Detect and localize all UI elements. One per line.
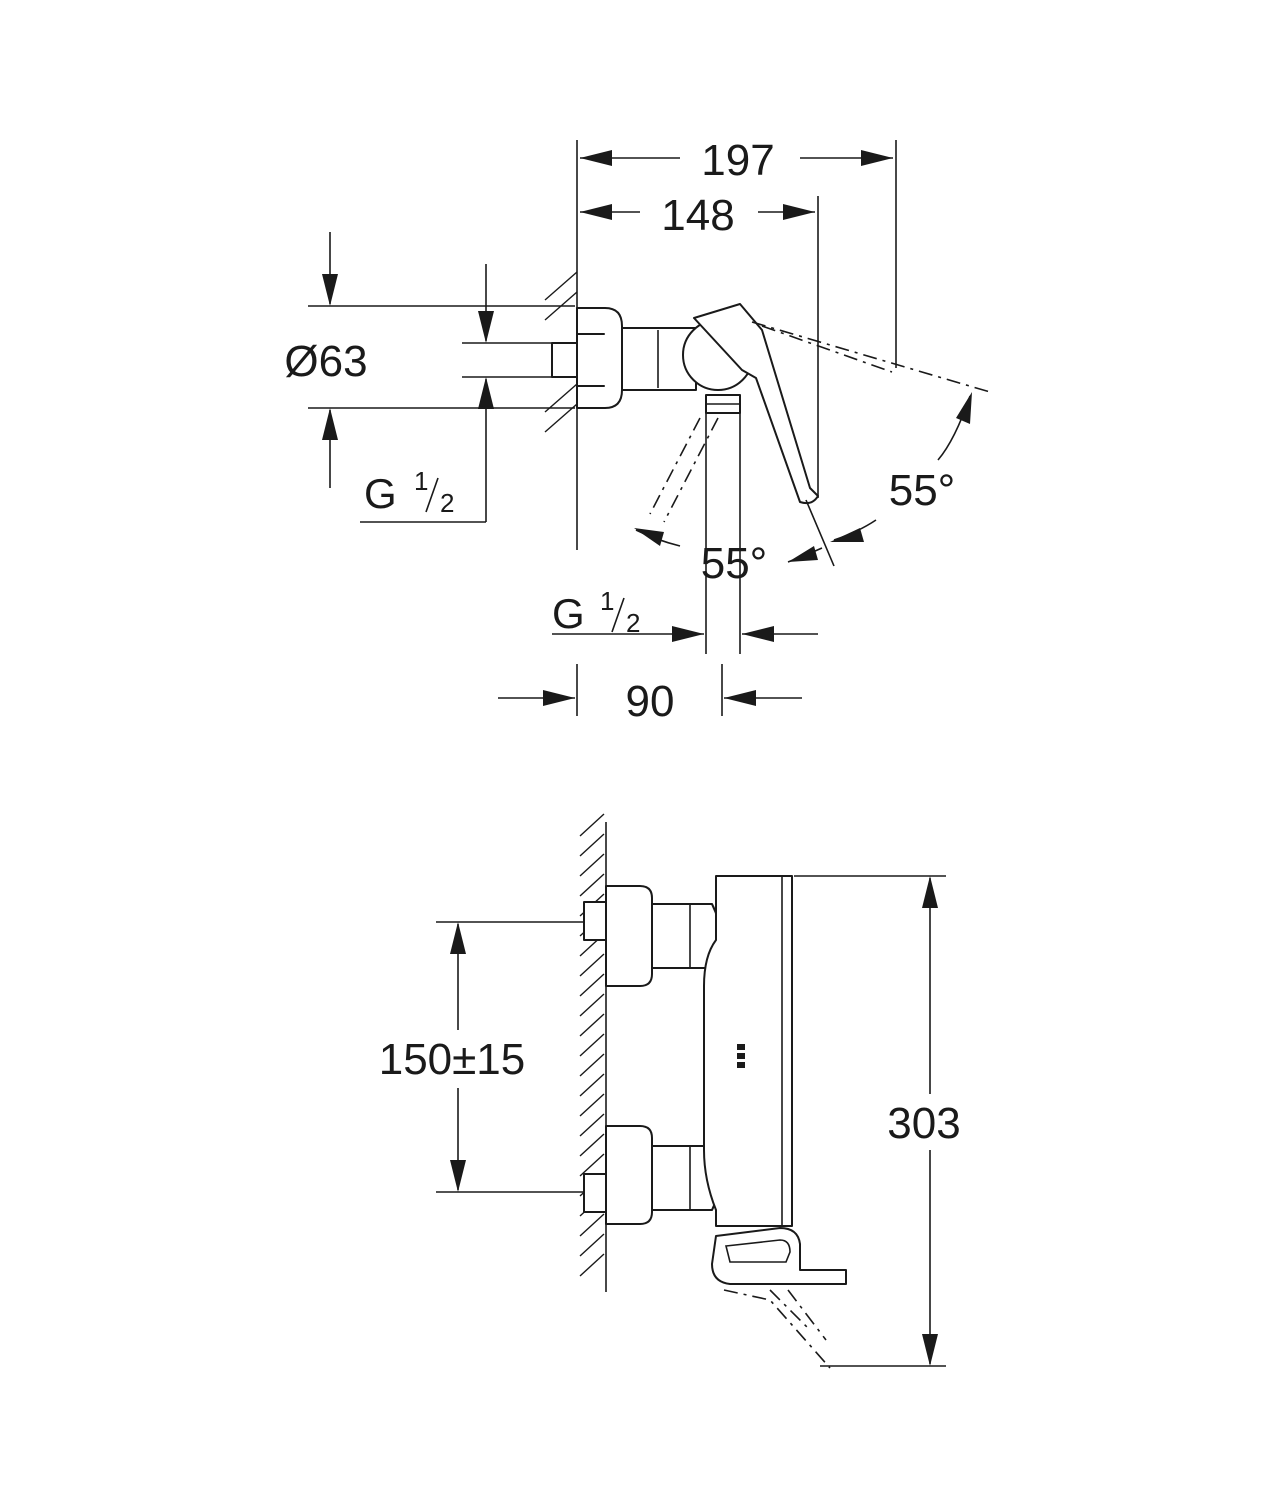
outlet-thread-letter: G [552, 590, 585, 637]
top-lever-handle [693, 303, 819, 505]
side-upper-flange [605, 885, 653, 987]
dim-diameter-63: Ø63 [284, 232, 575, 488]
dim-diameter-63-label: Ø63 [284, 337, 367, 386]
dim-90: 90 [498, 664, 802, 726]
top-lever-range-left [649, 417, 701, 515]
dim-303: 303 [794, 875, 961, 1367]
inlet-thread-letter: G [364, 470, 397, 517]
inlet-thread-numerator: 1 [414, 466, 428, 496]
side-view: 150±15 303 [379, 813, 961, 1369]
dim-angle-right-label: 55° [889, 466, 956, 515]
side-logo-mark [737, 1044, 745, 1068]
dim-inlet-thread: G 1 2 [360, 264, 552, 523]
top-inlet-stub [551, 342, 578, 378]
dim-angle-left: 55° [634, 528, 823, 588]
dim-90-label: 90 [626, 677, 675, 726]
outlet-thread-denominator: 2 [626, 608, 640, 638]
side-mixer-body [703, 875, 793, 1227]
top-lever-range-right [751, 321, 991, 393]
dim-150-label: 150±15 [379, 1035, 526, 1084]
dim-197-label: 197 [701, 136, 774, 185]
dim-148-label: 148 [661, 191, 734, 240]
dim-angle-left-label: 55° [701, 539, 768, 588]
side-lower-flange [605, 1125, 653, 1225]
dim-303-label: 303 [887, 1099, 960, 1148]
inlet-thread-denominator: 2 [440, 488, 454, 518]
side-lever-handle [711, 1227, 847, 1285]
dim-angle-right: 55° [830, 392, 972, 542]
top-outlet-centreline [805, 499, 835, 567]
dim-197: 197 [580, 136, 897, 368]
side-lever-range [723, 1289, 831, 1369]
side-lower-inlet-stub [583, 1173, 607, 1213]
outlet-thread-numerator: 1 [600, 586, 614, 616]
top-wall-flange [576, 307, 623, 409]
top-view: 197 148 Ø63 [284, 136, 991, 726]
dim-150: 150±15 [379, 921, 584, 1193]
dim-148: 148 [580, 191, 819, 498]
side-upper-inlet-stub [583, 901, 607, 941]
dim-outlet-thread: G 1 2 [552, 413, 818, 654]
